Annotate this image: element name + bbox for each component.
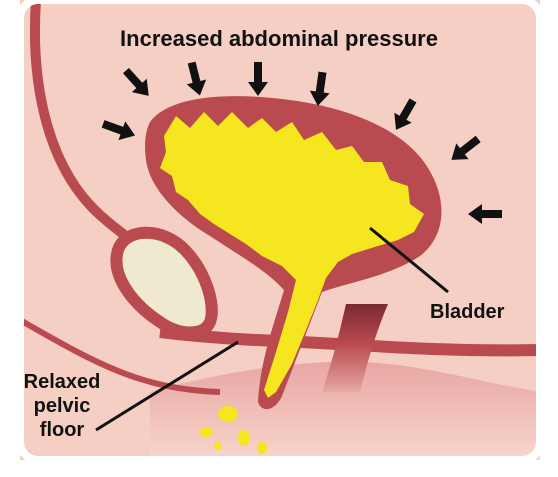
pelvic-floor-muscle	[159, 326, 540, 357]
lower-body-contour	[20, 317, 221, 395]
urethra	[322, 304, 388, 392]
urine-droplets	[199, 406, 267, 454]
pelvic-floor-label-line3: floor	[40, 419, 85, 441]
urine-drop	[257, 442, 267, 454]
pressure-arrow	[248, 62, 268, 96]
pressure-arrow	[394, 98, 417, 130]
urine-drop	[238, 430, 250, 446]
pressure-arrow	[451, 135, 481, 160]
urine-drop	[218, 406, 238, 422]
urine-drop	[199, 427, 213, 437]
pressure-arrow	[101, 120, 136, 141]
pressure-arrows	[101, 61, 502, 224]
pressure-arrow	[309, 71, 330, 106]
pressure-arrow	[186, 61, 207, 96]
urine-drop	[214, 442, 222, 450]
bladder-label: Bladder	[430, 301, 505, 323]
diagram-title: Increased abdominal pressure	[120, 26, 438, 51]
urine	[160, 112, 424, 398]
pelvic-floor-label-line2: pelvic	[34, 395, 91, 417]
pressure-arrow	[468, 204, 502, 224]
pubic-bone	[110, 226, 218, 339]
pelvic-floor-label-line1: Relaxed	[24, 371, 101, 393]
pressure-arrow	[122, 67, 149, 96]
diagram-frame	[16, 0, 544, 464]
bladder-leader-line	[369, 226, 449, 294]
pelvic-floor-leader-line	[95, 340, 239, 432]
